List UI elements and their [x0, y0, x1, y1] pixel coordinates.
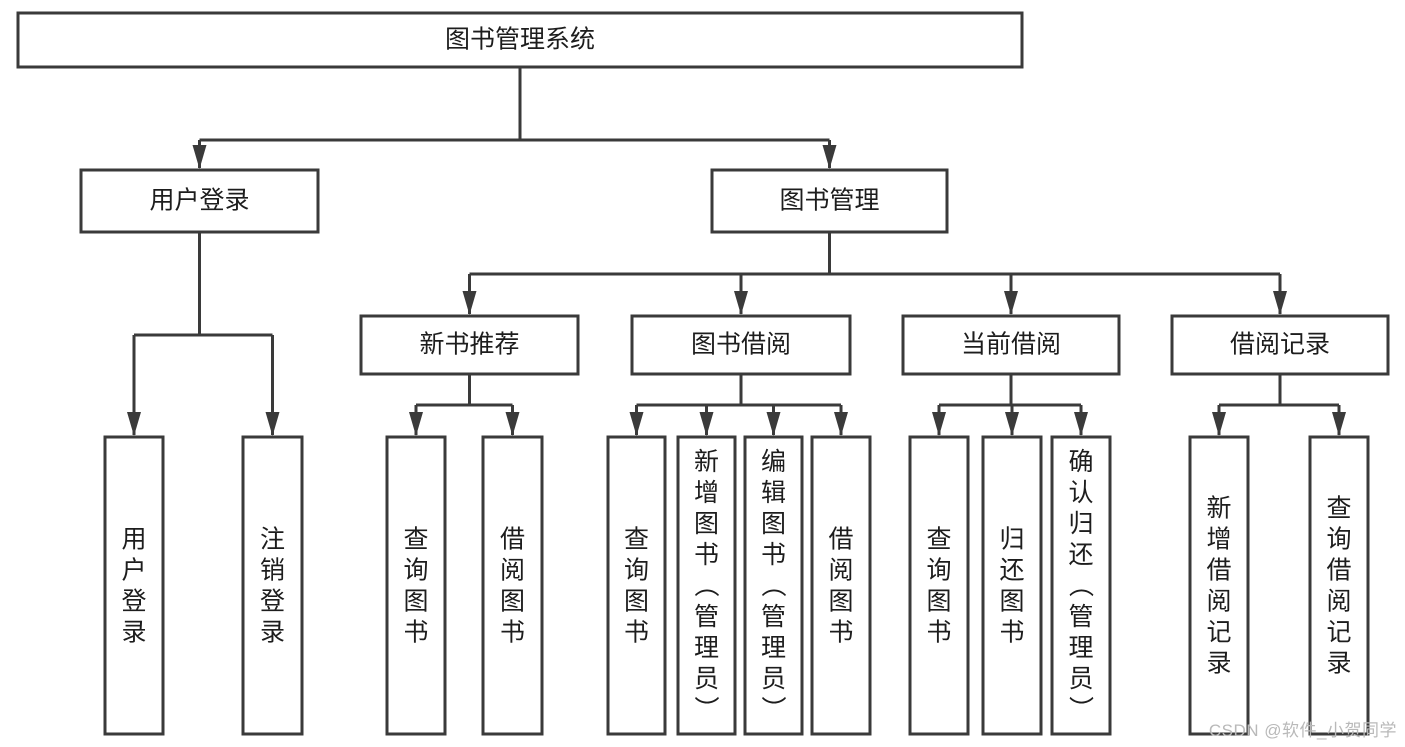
node-n-user-login[interactable]: 用户登录	[79, 168, 320, 234]
node-box	[1188, 435, 1250, 736]
node-box	[385, 435, 447, 736]
node-box	[1308, 435, 1370, 736]
arrow-head-icon	[1212, 412, 1226, 436]
arrow-head-icon	[1273, 291, 1287, 315]
node-n-new-book-rec[interactable]: 新书推荐	[359, 314, 580, 376]
node-n-current-borrow[interactable]: 当前借阅	[901, 314, 1121, 376]
node-l-add-book[interactable]: 新增图书（管理员）	[676, 435, 737, 736]
arrow-head-icon	[1005, 412, 1019, 436]
arrow-head-icon	[629, 412, 644, 436]
arrow-head-icon	[766, 412, 781, 436]
node-label: 注销登录	[260, 526, 285, 647]
node-label: 查询图书	[926, 526, 951, 647]
node-label: 新增图书（管理员）	[694, 448, 720, 724]
node-l-user-login[interactable]: 用户登录	[103, 435, 165, 736]
node-box	[79, 168, 320, 234]
node-box	[676, 435, 737, 736]
node-box	[981, 435, 1043, 736]
arrow-head-icon	[1074, 412, 1088, 436]
arrow-head-icon	[505, 412, 520, 436]
node-box	[103, 435, 165, 736]
node-label: 归还图书	[999, 526, 1024, 647]
node-box	[1050, 435, 1112, 736]
node-label: 编辑图书（管理员）	[761, 448, 787, 724]
node-l-confirm-return[interactable]: 确认归还（管理员）	[1050, 435, 1112, 736]
node-label: 借阅图书	[500, 526, 525, 647]
node-n-book-mgmt[interactable]: 图书管理	[710, 168, 949, 234]
node-label: 用户登录	[149, 187, 249, 215]
arrow-head-icon	[127, 412, 141, 436]
node-label: 借阅记录	[1230, 331, 1330, 359]
node-box	[606, 435, 667, 736]
node-l-add-record[interactable]: 新增借阅记录	[1188, 435, 1250, 736]
arrow-head-icon	[409, 412, 423, 436]
node-box	[810, 435, 872, 736]
node-label: 查询图书	[624, 526, 649, 647]
arrow-head-icon	[699, 412, 714, 436]
node-label: 图书管理系统	[445, 26, 595, 54]
node-l-user-logout[interactable]: 注销登录	[241, 435, 304, 736]
node-box	[1170, 314, 1390, 376]
node-box	[481, 435, 544, 736]
arrow-head-icon	[1332, 412, 1346, 436]
node-label: 图书管理	[779, 187, 879, 215]
node-l-borrow-book-1[interactable]: 借阅图书	[481, 435, 544, 736]
node-label: 确认归还（管理员）	[1068, 448, 1094, 724]
node-l-query-book-2[interactable]: 查询图书	[606, 435, 667, 736]
node-l-query-book-1[interactable]: 查询图书	[385, 435, 447, 736]
node-label: 查询借阅记录	[1326, 495, 1351, 678]
node-box	[908, 435, 970, 736]
node-label: 图书借阅	[691, 331, 791, 359]
node-l-return-book[interactable]: 归还图书	[981, 435, 1043, 736]
node-label: 新增借阅记录	[1206, 495, 1231, 678]
node-label: 当前借阅	[961, 331, 1061, 359]
watermark-label: CSDN @软件_小贺同学	[1208, 721, 1397, 740]
node-box	[241, 435, 304, 736]
arrow-head-icon	[462, 291, 477, 315]
node-l-query-book-3[interactable]: 查询图书	[908, 435, 970, 736]
node-label: 借阅图书	[828, 526, 853, 647]
arrow-head-icon	[932, 412, 946, 436]
node-box	[630, 314, 852, 376]
node-l-edit-book[interactable]: 编辑图书（管理员）	[743, 435, 804, 736]
arrow-head-icon	[265, 412, 280, 436]
node-l-query-record[interactable]: 查询借阅记录	[1308, 435, 1370, 736]
arrow-head-icon	[834, 412, 848, 436]
arrow-head-icon	[822, 145, 837, 169]
node-box	[359, 314, 580, 376]
node-l-borrow-book-2[interactable]: 借阅图书	[810, 435, 872, 736]
arrow-head-icon	[192, 145, 207, 169]
node-label: 用户登录	[121, 526, 146, 647]
node-box	[743, 435, 804, 736]
arrow-head-icon	[734, 291, 748, 315]
edges-layer	[127, 67, 1346, 436]
node-box	[16, 11, 1024, 69]
node-label: 查询图书	[403, 526, 428, 647]
node-n-book-borrow[interactable]: 图书借阅	[630, 314, 852, 376]
node-n-borrow-record[interactable]: 借阅记录	[1170, 314, 1390, 376]
node-label: 新书推荐	[419, 331, 519, 359]
arrow-head-icon	[1004, 291, 1018, 315]
node-root[interactable]: 图书管理系统	[16, 11, 1024, 69]
node-box	[901, 314, 1121, 376]
node-box	[710, 168, 949, 234]
nodes-layer: 图书管理系统用户登录图书管理新书推荐图书借阅当前借阅借阅记录用户登录注销登录查询…	[16, 11, 1390, 736]
